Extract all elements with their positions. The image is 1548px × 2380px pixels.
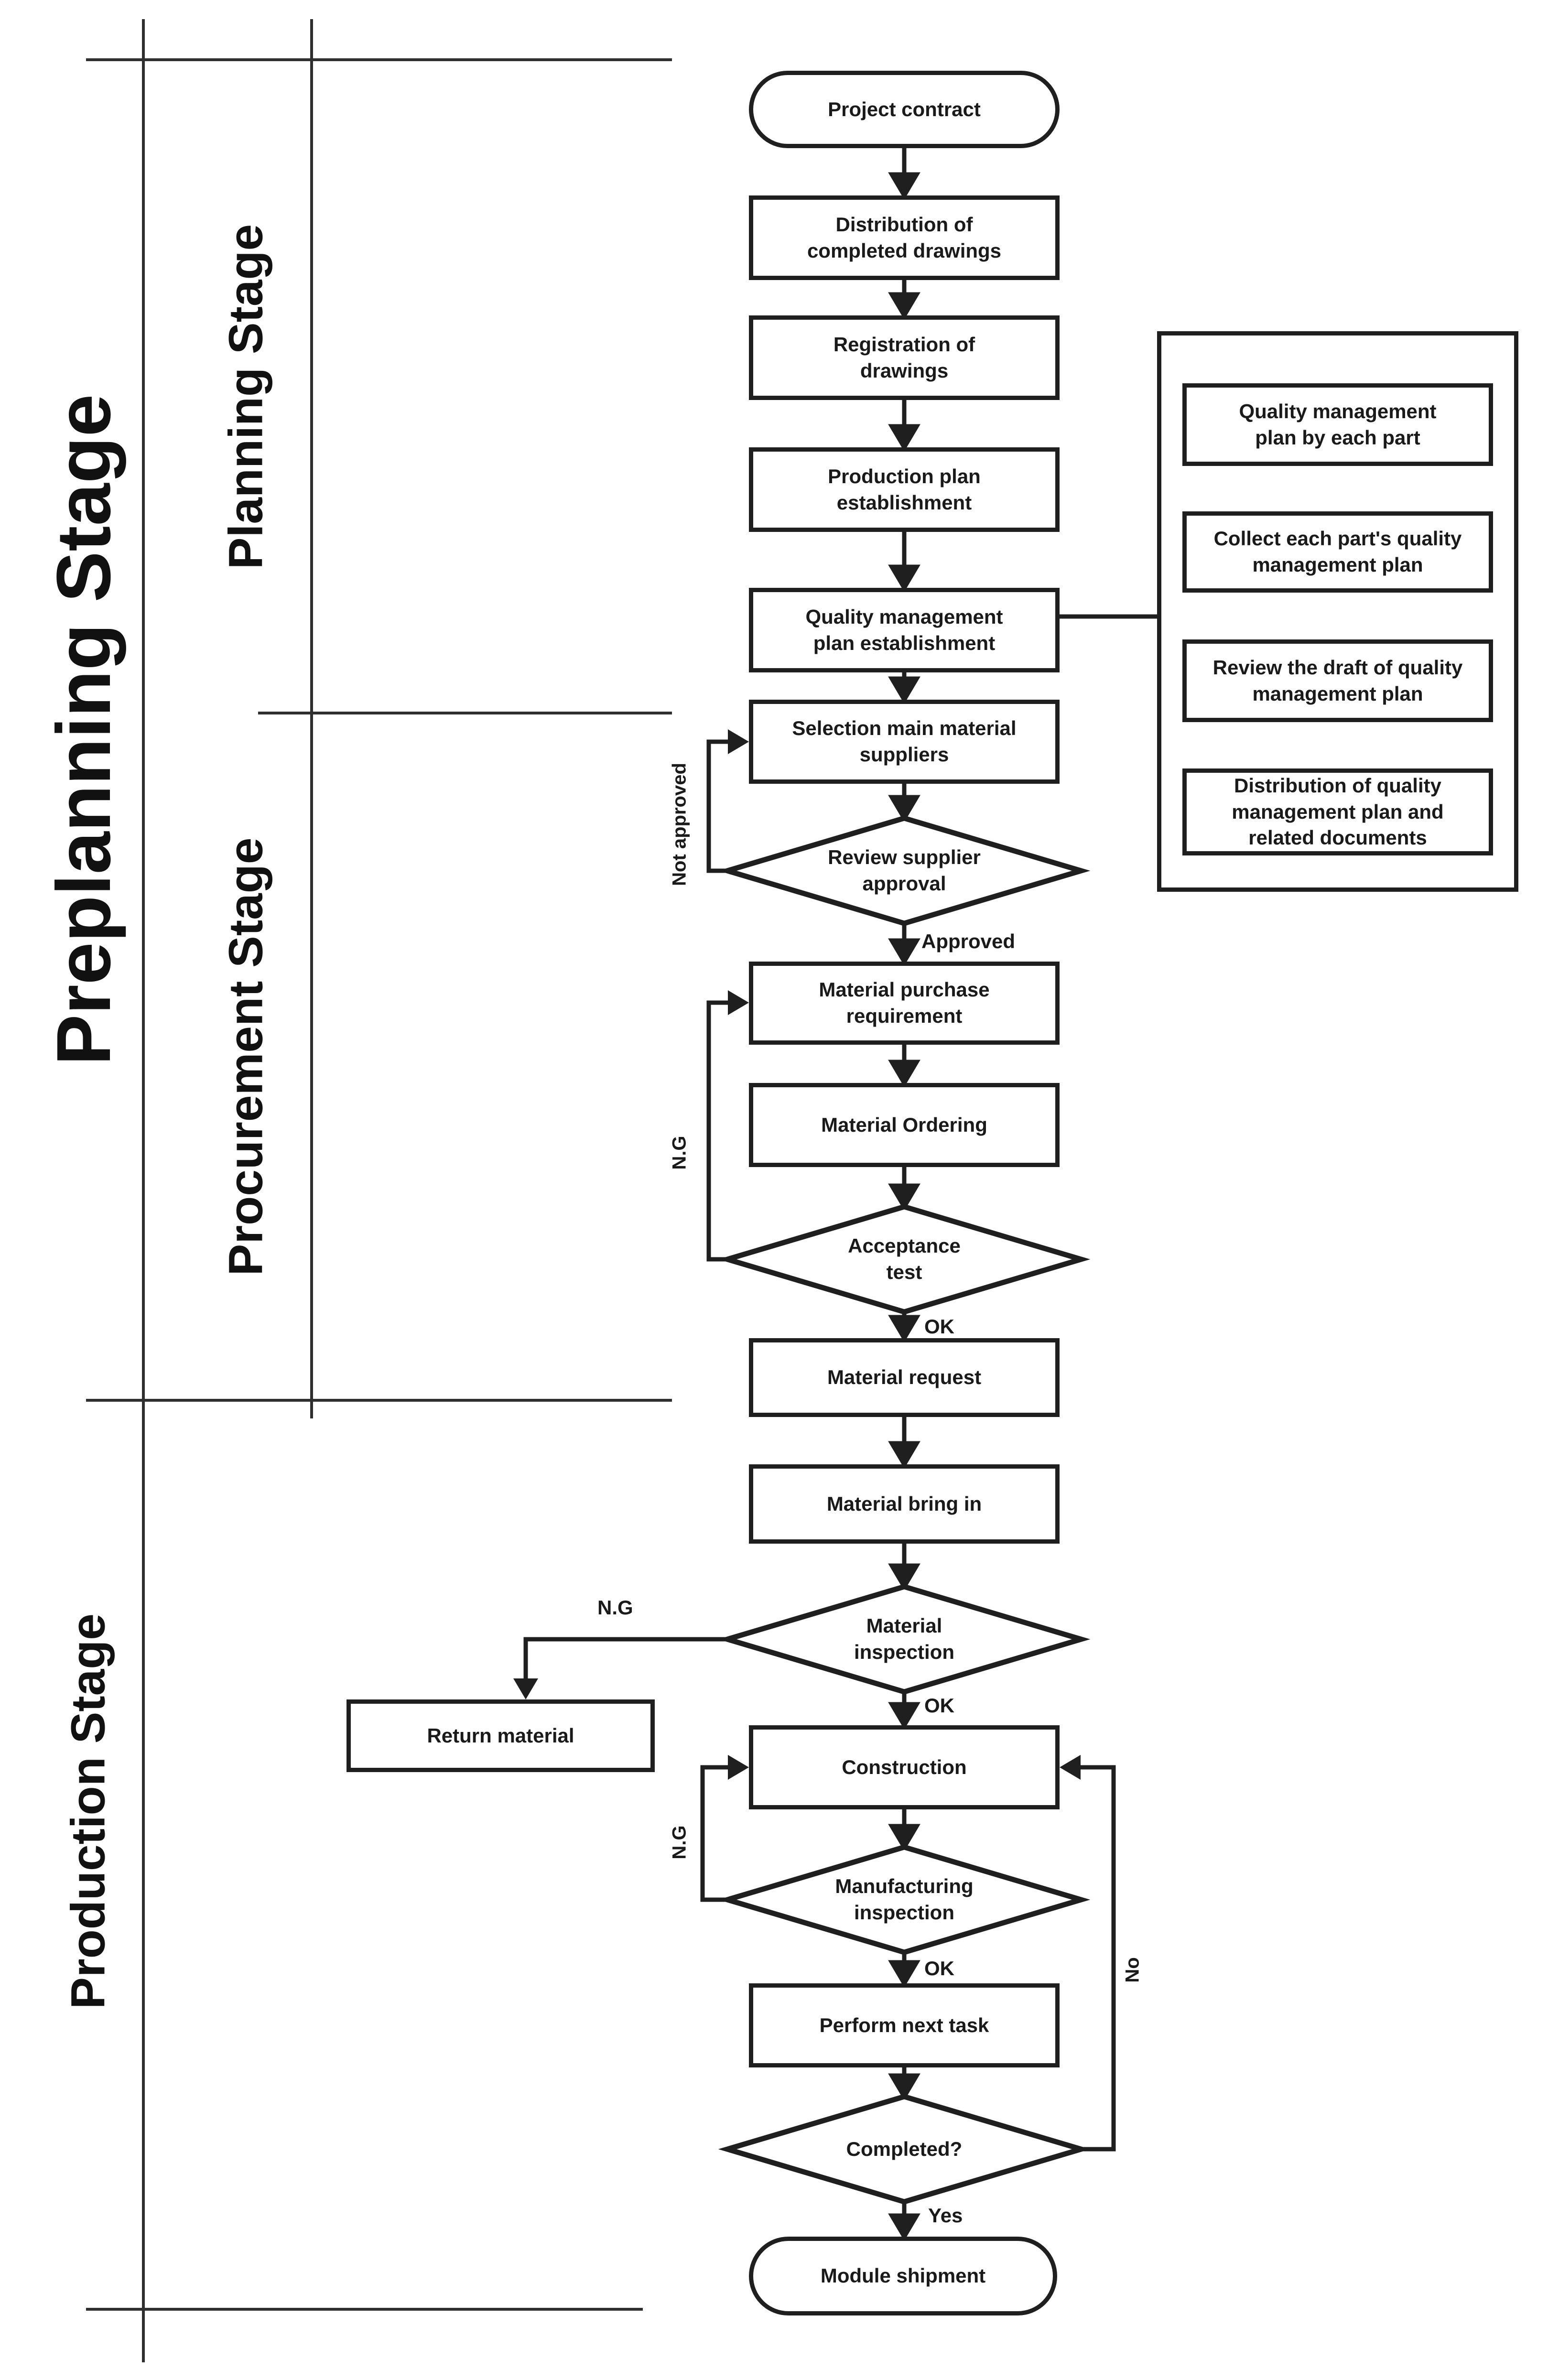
- arrowhead-icon: [513, 1678, 538, 1699]
- arrowhead-icon: [728, 729, 749, 754]
- node-distribution-of-completed-drawings: Distribution of completed drawings: [749, 195, 1060, 280]
- arrowhead-icon: [728, 990, 749, 1015]
- arrowhead-icon: [888, 1060, 920, 1087]
- diamond-manufacturing-inspection: [718, 1844, 1091, 1955]
- stage-label-procurement: Procurement Stage: [219, 837, 273, 1276]
- loop-not-approved: [706, 739, 731, 873]
- edge-label-ng-material: N.G: [597, 1596, 633, 1619]
- edge-label-approved: Approved: [921, 930, 1016, 952]
- edge-label-ng-manufacturing: N.G: [669, 1825, 690, 1860]
- label-review-supplier-approval: Review supplier approval: [828, 846, 981, 895]
- arrowhead-icon: [888, 564, 920, 592]
- feedback-loops: [523, 614, 1157, 2152]
- arrowhead-icon: [888, 1315, 920, 1342]
- node-registration-of-drawings: Registration of drawings: [749, 315, 1060, 400]
- edge-label-ng-acceptance: N.G: [669, 1136, 690, 1170]
- label-material-inspection: Material inspection: [854, 1614, 955, 1663]
- node-quality-plan-by-each-part: Quality management plan by each part: [1182, 383, 1493, 466]
- arrowhead-icon: [888, 1702, 920, 1730]
- stage-label-planning: Planning Stage: [219, 224, 273, 570]
- node-material-ordering: Material Ordering: [749, 1083, 1060, 1167]
- edge-label-not-approved: Not approved: [669, 763, 690, 886]
- diamond-review-supplier-approval: [718, 815, 1091, 926]
- arrowhead-icon: [888, 1441, 920, 1469]
- node-selection-main-material-suppliers: Selection main material suppliers: [749, 700, 1060, 784]
- arrowhead-icon: [888, 172, 920, 200]
- loop-no-completed: [1078, 1765, 1116, 2152]
- node-review-draft-of-quality-plan: Review the draft of quality management p…: [1182, 639, 1493, 722]
- node-material-bring-in: Material bring in: [749, 1464, 1060, 1544]
- stage-label-production: Production Stage: [61, 1613, 115, 2009]
- node-construction: Construction: [749, 1725, 1060, 1809]
- arrowhead-icon: [888, 2213, 920, 2241]
- node-return-material: Return material: [346, 1699, 655, 1772]
- arrowhead-icon: [888, 1563, 920, 1591]
- arrowhead-icon: [888, 424, 920, 452]
- stage-bracket-lines: [86, 19, 672, 2362]
- arrowhead-icon: [888, 1960, 920, 1988]
- edge-label-yes: Yes: [928, 2204, 963, 2227]
- loop-ng-material-return: [523, 1637, 727, 1682]
- node-production-plan-establishment: Production plan establishment: [749, 447, 1060, 532]
- arrowhead-icon: [888, 676, 920, 704]
- label-manufacturing-inspection: Manufacturing inspection: [835, 1875, 974, 1924]
- arrowhead-icon: [888, 1183, 920, 1211]
- feedback-arrowheads: [513, 729, 1081, 1780]
- arrowhead-icon: [1060, 1755, 1081, 1780]
- node-quality-management-plan-establishment: Quality management plan establishment: [749, 588, 1060, 672]
- arrowhead-icon: [888, 2073, 920, 2101]
- edge-label-ok-acceptance: OK: [924, 1315, 954, 1338]
- arrowhead-icon: [888, 795, 920, 822]
- loop-ng-manufacturing: [700, 1765, 731, 1902]
- edge-label-ok-manufacturing: OK: [924, 1957, 954, 1980]
- node-distribution-of-quality-plan-documents: Distribution of quality management plan …: [1182, 768, 1493, 855]
- edge-label-no: No: [1122, 1957, 1143, 1983]
- node-perform-next-task: Perform next task: [749, 1983, 1060, 2067]
- loop-ng-acceptance: [706, 1000, 731, 1262]
- diamond-completed: [718, 2094, 1091, 2205]
- arrowhead-icon: [888, 938, 920, 966]
- arrowhead-icon: [888, 1824, 920, 1851]
- node-material-purchase-requirement: Material purchase requirement: [749, 962, 1060, 1045]
- node-material-request: Material request: [749, 1338, 1060, 1417]
- stage-label-preplanning: Preplanning Stage: [41, 394, 126, 1066]
- arrowhead-icon: [728, 1755, 749, 1780]
- node-module-shipment: Module shipment: [749, 2237, 1057, 2315]
- decision-diamonds: [718, 815, 1091, 2205]
- label-completed: Completed?: [846, 2137, 963, 2160]
- edge-label-ok-material: OK: [924, 1694, 954, 1717]
- node-project-contract: Project contract: [749, 71, 1060, 148]
- label-acceptance-test: Acceptance test: [848, 1234, 961, 1283]
- diamond-acceptance-test: [718, 1204, 1091, 1315]
- diamond-material-inspection: [718, 1584, 1091, 1695]
- arrowhead-icon: [888, 292, 920, 320]
- node-collect-each-parts-quality-plan: Collect each part's quality management p…: [1182, 511, 1493, 593]
